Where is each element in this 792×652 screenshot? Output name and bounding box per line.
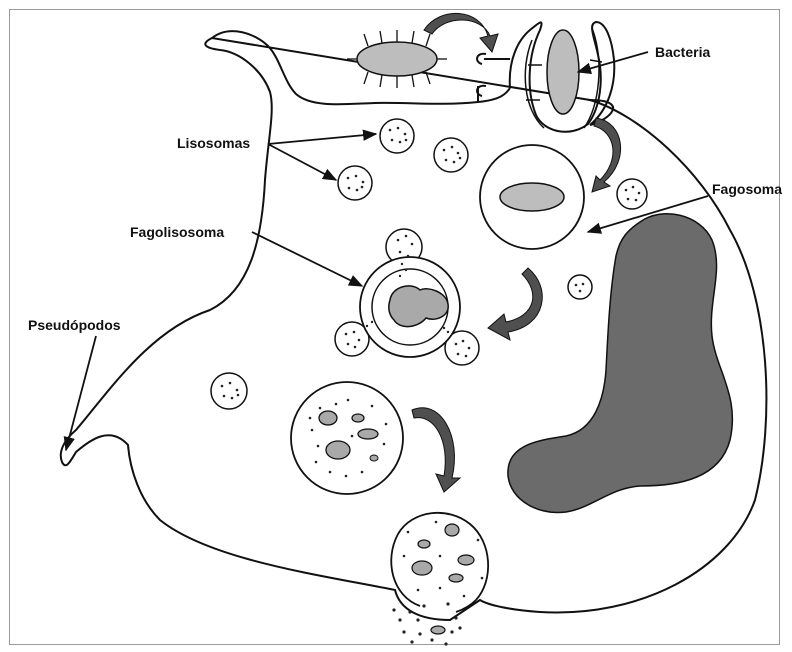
label-lisosomas: Lisosomas bbox=[177, 135, 250, 151]
exocytosis-vacuole bbox=[391, 513, 488, 646]
label-pseudopodos: Pseudópodos bbox=[28, 317, 121, 333]
bacterium-engulfed bbox=[547, 30, 579, 114]
curved-arrow-exocytosis bbox=[412, 408, 460, 492]
curved-arrow-engulf bbox=[592, 118, 621, 192]
digestive-vacuole bbox=[291, 382, 403, 494]
label-bacteria: Bacteria bbox=[655, 44, 710, 60]
curved-arrow-binding bbox=[424, 13, 498, 52]
bacterium-free bbox=[347, 30, 447, 88]
curved-arrow-fusion bbox=[488, 268, 542, 340]
fagolisosoma bbox=[335, 229, 479, 365]
membrane-receptors bbox=[477, 54, 510, 96]
label-fagolisosoma: Fagolisosoma bbox=[130, 224, 224, 240]
nucleus bbox=[508, 214, 733, 513]
label-fagosoma: Fagosoma bbox=[712, 181, 782, 197]
fagosoma bbox=[480, 145, 584, 249]
